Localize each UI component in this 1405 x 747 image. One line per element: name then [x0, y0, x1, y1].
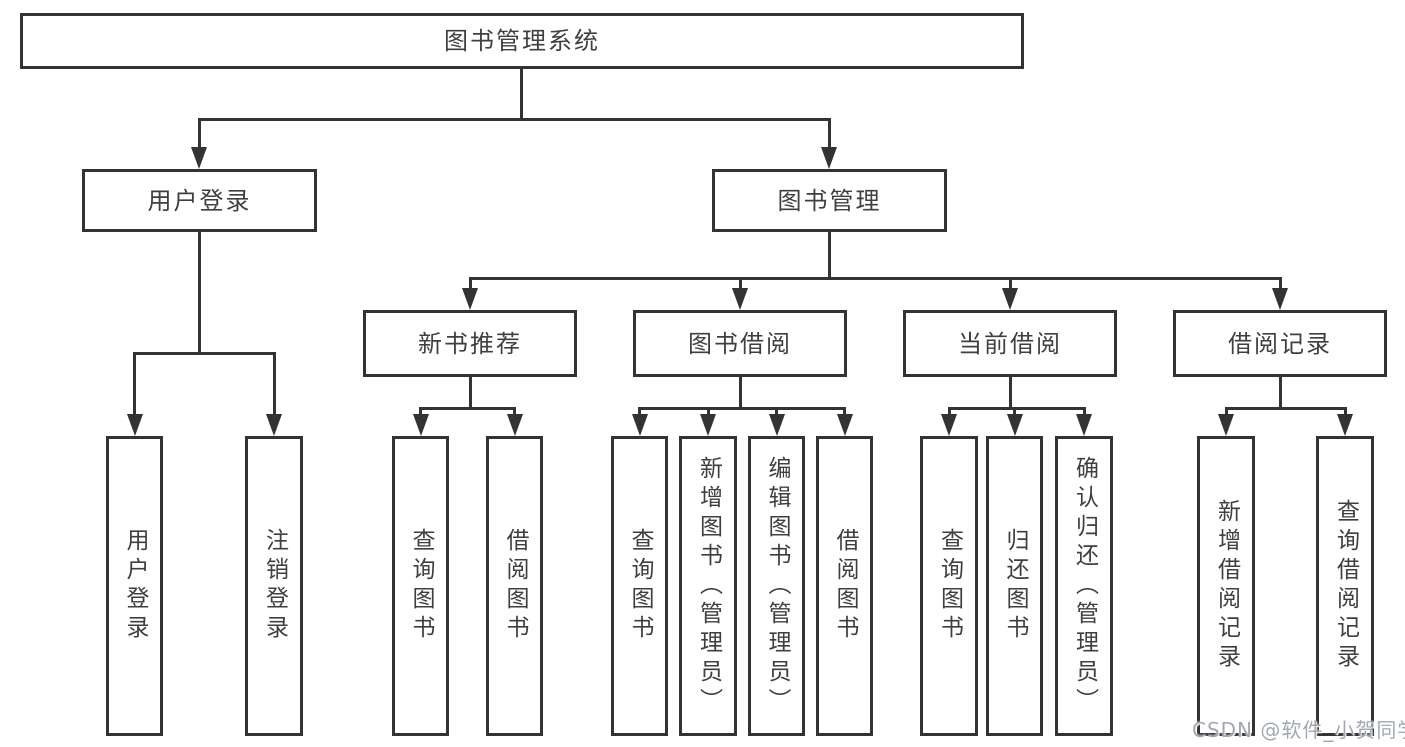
edge-new-book-rec-stem	[468, 377, 472, 410]
leaf-br-query-record-label: 查询借阅记录	[1332, 499, 1359, 673]
leaf-logout-label: 注销登录	[261, 528, 288, 644]
edge-root-to-book-mgmt-stem	[827, 118, 831, 149]
node-book-borrow: 图书借阅	[633, 310, 847, 377]
leaf-bb-add-books-admin: 新增图书（管理员）	[679, 436, 737, 736]
arrowhead-bb-edit	[768, 414, 785, 436]
edge-book-borrow-rail	[638, 407, 846, 410]
edge-to-borrow-records-stem	[1278, 277, 1282, 292]
arrowhead-user-login	[191, 147, 207, 169]
edge-root-rail	[197, 118, 831, 121]
node-book-mgmt-label: 图书管理	[777, 186, 882, 215]
edge-to-br-query-stem	[1343, 407, 1347, 418]
arrowhead-cb-query	[941, 414, 957, 436]
edge-current-borrow-stem	[1008, 377, 1012, 410]
leaf-bb-query-books-label: 查询图书	[627, 528, 653, 644]
arrowhead-leaf-logout	[266, 414, 282, 436]
node-root-label: 图书管理系统	[444, 27, 600, 55]
csdn-watermark: CSDN @软件_小贺同学	[1192, 718, 1405, 742]
edge-book-mgmt-stem	[827, 232, 831, 280]
edge-to-cb-return-stem	[1013, 407, 1016, 418]
edge-to-bb-edit-stem	[775, 407, 778, 418]
edge-to-bb-add-stem	[706, 407, 710, 418]
node-book-borrow-label: 图书借阅	[688, 329, 792, 358]
arrowhead-br-query	[1337, 414, 1353, 436]
edge-current-borrow-rail	[947, 407, 1086, 410]
leaf-cb-query-books: 查询图书	[920, 436, 978, 736]
node-current-borrow-label: 当前借阅	[958, 329, 1062, 358]
arrowhead-cb-confirm	[1076, 414, 1092, 436]
arrowhead-bb-borrow	[836, 414, 853, 436]
node-borrow-records-label: 借阅记录	[1228, 329, 1332, 358]
edge-to-new-book-rec-stem	[468, 277, 472, 292]
leaf-cb-query-books-label: 查询图书	[936, 528, 963, 644]
arrowhead-bb-add	[700, 414, 716, 436]
leaf-cb-return-books: 归还图书	[986, 436, 1043, 736]
leaf-rec-query-books-label: 查询图书	[408, 528, 434, 644]
edge-to-bb-query-stem	[638, 407, 641, 418]
leaf-bb-borrow-books: 借阅图书	[816, 436, 873, 736]
arrowhead-bb-query	[631, 414, 648, 436]
node-root: 图书管理系统	[20, 13, 1024, 69]
arrowhead-cb-return	[1006, 414, 1023, 436]
leaf-bb-edit-books-admin: 编辑图书（管理员）	[748, 436, 805, 736]
leaf-logout: 注销登录	[245, 436, 303, 736]
leaf-rec-query-books: 查询图书	[392, 436, 449, 736]
arrowhead-leaf-user-login	[126, 414, 143, 436]
node-new-book-rec: 新书推荐	[363, 310, 577, 377]
edge-to-rec-query-stem	[419, 407, 422, 418]
edge-user-login-rail	[133, 352, 276, 355]
arrowhead-book-mgmt	[821, 147, 837, 169]
node-current-borrow: 当前借阅	[903, 310, 1117, 377]
leaf-user-login: 用户登录	[106, 436, 163, 736]
edge-to-br-add-stem	[1224, 407, 1228, 418]
arrowhead-new-book-rec	[462, 288, 478, 310]
node-user-login: 用户登录	[82, 169, 317, 232]
leaf-cb-confirm-return-admin-label: 确认归还（管理员）	[1071, 455, 1098, 717]
leaf-bb-add-books-admin-label: 新增图书（管理员）	[695, 455, 722, 717]
edge-borrow-records-rail	[1224, 407, 1347, 410]
arrowhead-book-borrow	[732, 288, 748, 310]
edge-root-to-user-login-stem	[197, 118, 201, 149]
edge-to-rec-borrow-stem	[513, 407, 516, 418]
leaf-user-login-label: 用户登录	[122, 528, 148, 644]
edge-to-cb-query-stem	[947, 407, 951, 418]
edge-to-leaf-logout-stem	[272, 352, 276, 418]
edge-to-cb-confirm-stem	[1082, 407, 1086, 418]
arrowhead-rec-borrow	[506, 414, 523, 436]
leaf-rec-borrow-books: 借阅图书	[486, 436, 543, 736]
leaf-br-add-record: 新增借阅记录	[1197, 436, 1255, 736]
edge-book-borrow-stem	[738, 377, 742, 410]
leaf-bb-borrow-books-label: 借阅图书	[832, 528, 858, 644]
edge-book-mgmt-rail	[468, 277, 1282, 280]
leaf-cb-return-books-label: 归还图书	[1002, 528, 1028, 644]
arrowhead-current-borrow	[1002, 288, 1018, 310]
node-new-book-rec-label: 新书推荐	[418, 329, 522, 358]
leaf-br-query-record: 查询借阅记录	[1316, 436, 1374, 736]
arrowhead-rec-query	[412, 414, 429, 436]
node-user-login-label: 用户登录	[147, 186, 252, 215]
leaf-bb-query-books: 查询图书	[611, 436, 668, 736]
leaf-rec-borrow-books-label: 借阅图书	[502, 528, 528, 644]
node-book-mgmt: 图书管理	[712, 169, 947, 232]
leaf-bb-edit-books-admin-label: 编辑图书（管理员）	[764, 455, 790, 717]
leaf-br-add-record-label: 新增借阅记录	[1213, 499, 1240, 673]
edge-to-book-borrow-stem	[738, 277, 742, 292]
edge-to-leaf-user-login-stem	[133, 352, 136, 418]
node-borrow-records: 借阅记录	[1173, 310, 1387, 377]
arrowhead-br-add	[1218, 414, 1234, 436]
edge-to-bb-borrow-stem	[843, 407, 846, 418]
arrowhead-borrow-records	[1272, 288, 1288, 310]
edge-borrow-records-stem	[1278, 377, 1282, 410]
edge-user-login-stem	[197, 232, 201, 355]
leaf-cb-confirm-return-admin: 确认归还（管理员）	[1055, 436, 1113, 736]
edge-root-stem	[519, 69, 523, 121]
edge-to-current-borrow-stem	[1008, 277, 1012, 292]
edge-new-book-rec-rail	[419, 407, 516, 410]
